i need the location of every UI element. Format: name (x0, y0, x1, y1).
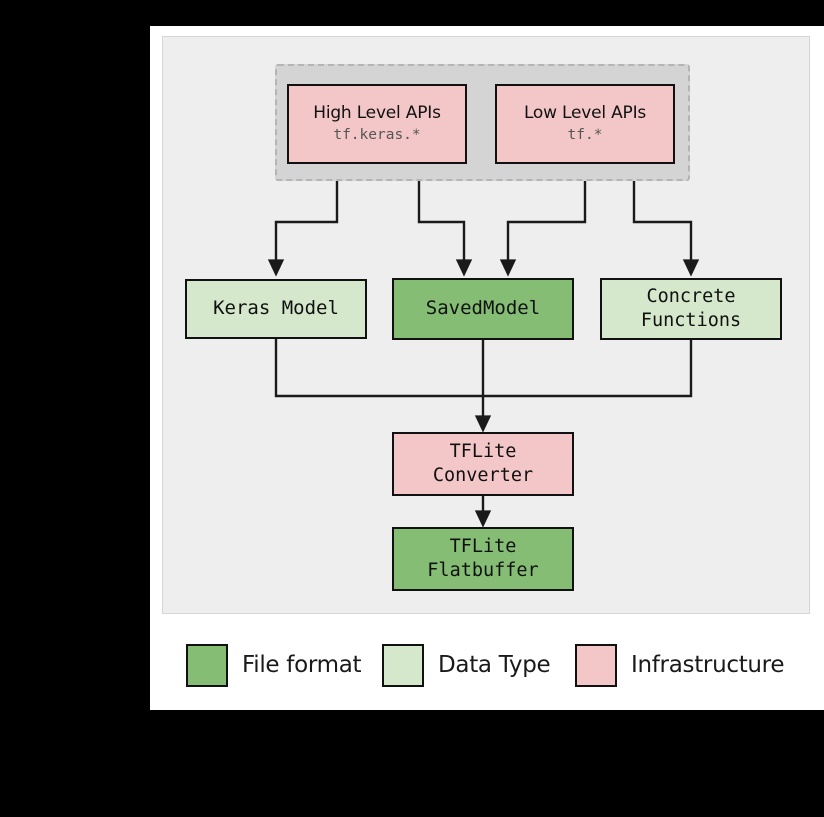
node-concrete-functions-title-line2: Functions (640, 310, 742, 331)
node-low-level-apis-subtitle: tf.* (567, 127, 603, 144)
node-tflite-converter[interactable]: TFLite Converter (392, 432, 574, 496)
node-saved-model-title: SavedModel (425, 297, 541, 320)
node-high-level-apis-title: High Level APIs (313, 103, 441, 124)
legend-item-file-format: File format (186, 643, 362, 687)
legend-swatch-infrastructure (575, 643, 617, 687)
node-high-level-apis-subtitle: tf.keras.* (333, 127, 421, 144)
legend-swatch-data-type (382, 643, 424, 687)
node-low-level-apis[interactable]: Low Level APIs tf.* (495, 84, 675, 164)
legend-item-infrastructure: Infrastructure (575, 643, 784, 687)
legend: File format Data Type Infrastructure (150, 636, 824, 698)
node-tflite-flatbuffer-title-line2: Flatbuffer (427, 560, 539, 581)
node-tflite-converter-title-line1: TFLite (449, 441, 517, 463)
legend-swatch-file-format (186, 643, 228, 687)
node-keras-model[interactable]: Keras Model (185, 279, 367, 339)
node-tflite-converter-title-line2: Converter (432, 465, 534, 486)
node-high-level-apis[interactable]: High Level APIs tf.keras.* (287, 84, 467, 164)
legend-label-file-format: File format (242, 652, 362, 678)
node-concrete-functions[interactable]: Concrete Functions (600, 278, 782, 340)
node-concrete-functions-title-line1: Concrete (646, 286, 736, 308)
node-keras-model-title: Keras Model (213, 297, 339, 320)
legend-label-infrastructure: Infrastructure (631, 652, 785, 678)
node-low-level-apis-title: Low Level APIs (523, 103, 647, 124)
legend-label-data-type: Data Type (438, 652, 551, 678)
legend-item-data-type: Data Type (382, 643, 551, 687)
node-tflite-flatbuffer[interactable]: TFLite Flatbuffer (392, 527, 574, 591)
node-saved-model[interactable]: SavedModel (392, 278, 574, 340)
node-tflite-flatbuffer-title-line1: TFLite (449, 536, 517, 558)
